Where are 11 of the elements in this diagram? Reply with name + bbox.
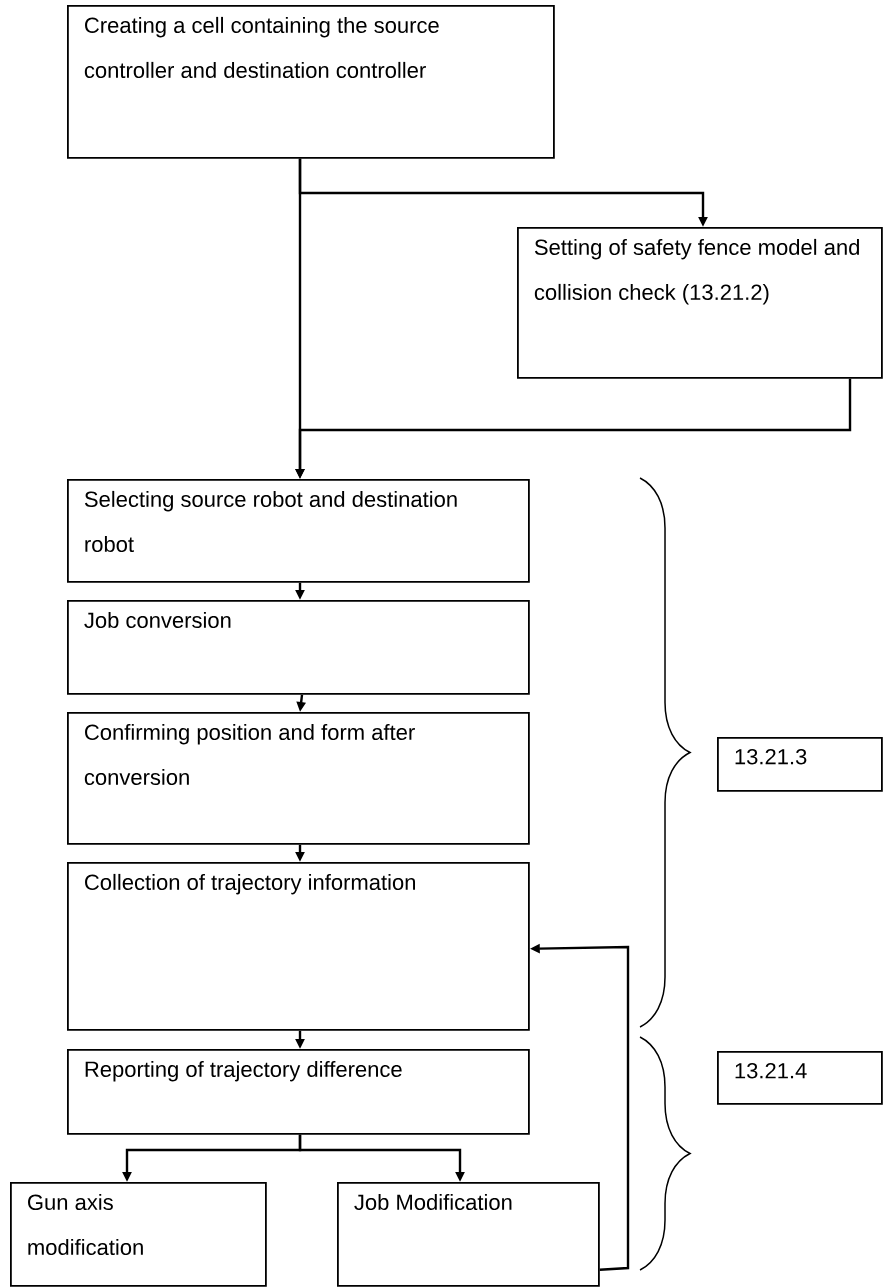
process-box: Confirming position and form after conversion: [67, 712, 530, 845]
section-box: 13.21.3: [717, 737, 883, 792]
process-box: Job conversion: [67, 600, 530, 695]
process-box: Creating a cell containing the source controller and destination controller: [67, 5, 555, 159]
section-box: 13.21.4: [717, 1051, 883, 1105]
process-box: Setting of safety fence model and collision check (13.21.2): [517, 227, 883, 379]
process-box: Reporting of trajectory difference: [67, 1049, 530, 1135]
process-box: Collection of trajectory information: [67, 862, 530, 1031]
process-box: Selecting source robot and destination robot: [67, 479, 530, 583]
process-box: Gun axis modification: [10, 1182, 267, 1287]
process-box: Job Modification: [337, 1182, 600, 1287]
